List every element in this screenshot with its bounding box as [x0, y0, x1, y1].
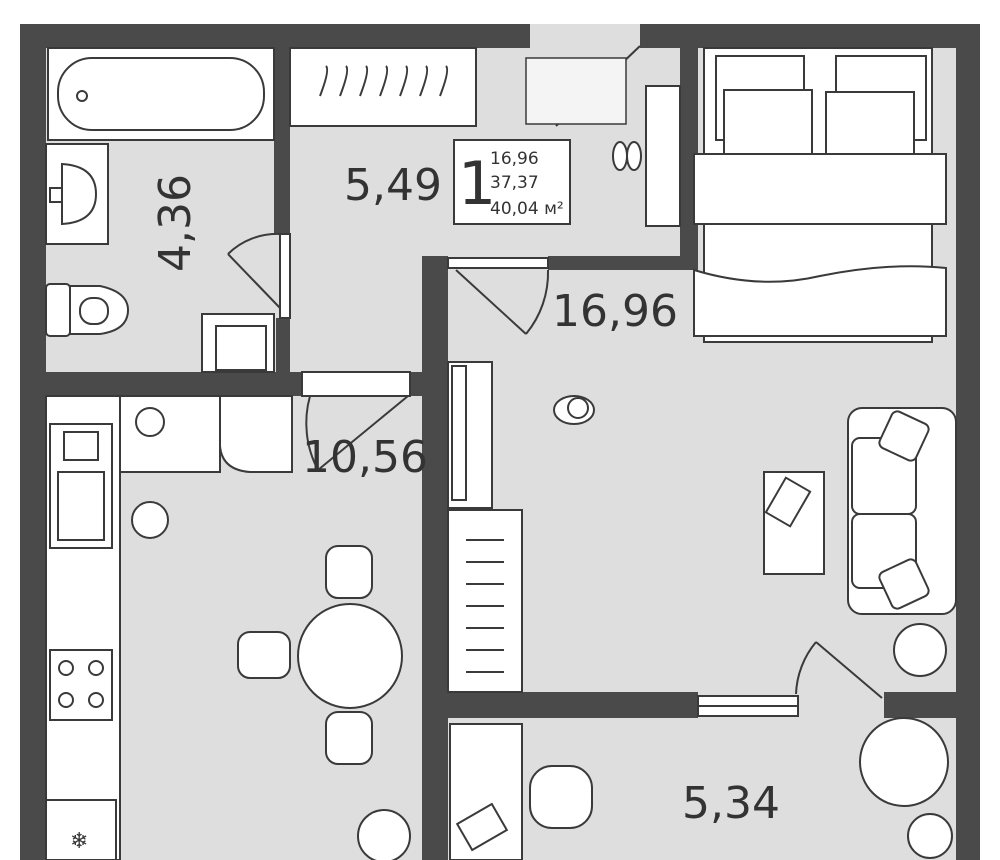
kitchen-corner [219, 395, 293, 473]
balcony-door [815, 641, 883, 699]
fridge-icon: ❄ [45, 799, 117, 860]
hallway-fixtures [289, 47, 681, 227]
round-table-icon [237, 545, 403, 765]
total-with-balcony: 40,04 м² [490, 199, 564, 219]
wall-hall-bottom [548, 256, 698, 270]
living-area: 16,96 [490, 149, 539, 169]
wall-balcony-right [884, 692, 980, 718]
bath-door-swing [227, 232, 281, 255]
bedroom-fixtures [447, 47, 957, 693]
double-bed-icon [693, 47, 947, 343]
balcony-area: 5,34 [682, 778, 780, 829]
wall-left [20, 24, 46, 860]
kitchen-door-swing [305, 395, 319, 471]
room-count: 1 [458, 149, 496, 219]
bathroom-fixtures [45, 47, 275, 373]
openings [279, 24, 799, 717]
wall-stub-right [640, 24, 648, 48]
kitchen-area: 10,56 [302, 432, 428, 483]
info-box: 1 16,96 37,37 40,04 м² [453, 139, 571, 225]
kitchen-doorway [301, 371, 411, 397]
bath-doorway [279, 233, 291, 319]
bathtub-icon [47, 47, 275, 141]
washing-machine-icon [201, 313, 275, 373]
kitchen-fixtures: ❄ [45, 395, 403, 860]
kitchen-upper-counter [119, 395, 221, 473]
person-icon [131, 407, 169, 539]
wall-right [956, 24, 980, 860]
sink-icon [45, 143, 109, 245]
bedroom-door-swing [525, 269, 550, 335]
hanger-icon [319, 65, 449, 97]
doors [227, 45, 883, 699]
bath-door [227, 253, 281, 309]
bedroom-area: 16,96 [552, 286, 678, 337]
sink-icon [49, 423, 113, 549]
shoe-cabinet [645, 85, 681, 227]
wall-stub [520, 24, 530, 48]
wall-kitchen-bedroom [422, 256, 448, 860]
tv-stand [447, 361, 493, 509]
bedroom-doorway [447, 257, 549, 269]
office-chair [529, 765, 593, 829]
hallway-area: 5,49 [344, 160, 442, 211]
wall-top-left [20, 24, 520, 48]
wall-top-right [648, 24, 980, 48]
coffee-table [763, 471, 825, 575]
hanger-icon [466, 539, 504, 673]
svg-text:❄: ❄ [70, 829, 88, 854]
wall-bath-hall-upper [274, 24, 290, 234]
person-icon [553, 395, 595, 425]
shoes-icon [612, 141, 642, 171]
bathroom-area: 4,36 [150, 174, 201, 272]
wall-bath-kitchen [20, 372, 302, 396]
rug-icon [525, 57, 627, 125]
balcony-door-swing [795, 641, 817, 695]
laptop-icon [455, 802, 509, 852]
sofa-icon [847, 407, 957, 615]
wall-bath-hall-lower [276, 318, 290, 374]
total-area: 37,37 [490, 173, 539, 193]
closet [447, 509, 523, 693]
wall-balcony-left [448, 692, 698, 718]
kitchen-door [317, 395, 409, 471]
room-labels: 4,36 5,49 10,56 16,96 5,34 [150, 160, 780, 829]
walls [20, 24, 980, 860]
wall-hall-bedroom [680, 24, 698, 270]
balcony-fixtures [357, 623, 953, 860]
stove-icon [49, 649, 113, 721]
toilet-icon [45, 283, 130, 337]
bedroom-door [455, 269, 527, 335]
info-box-frame [453, 139, 571, 225]
plant-icon [357, 623, 953, 860]
